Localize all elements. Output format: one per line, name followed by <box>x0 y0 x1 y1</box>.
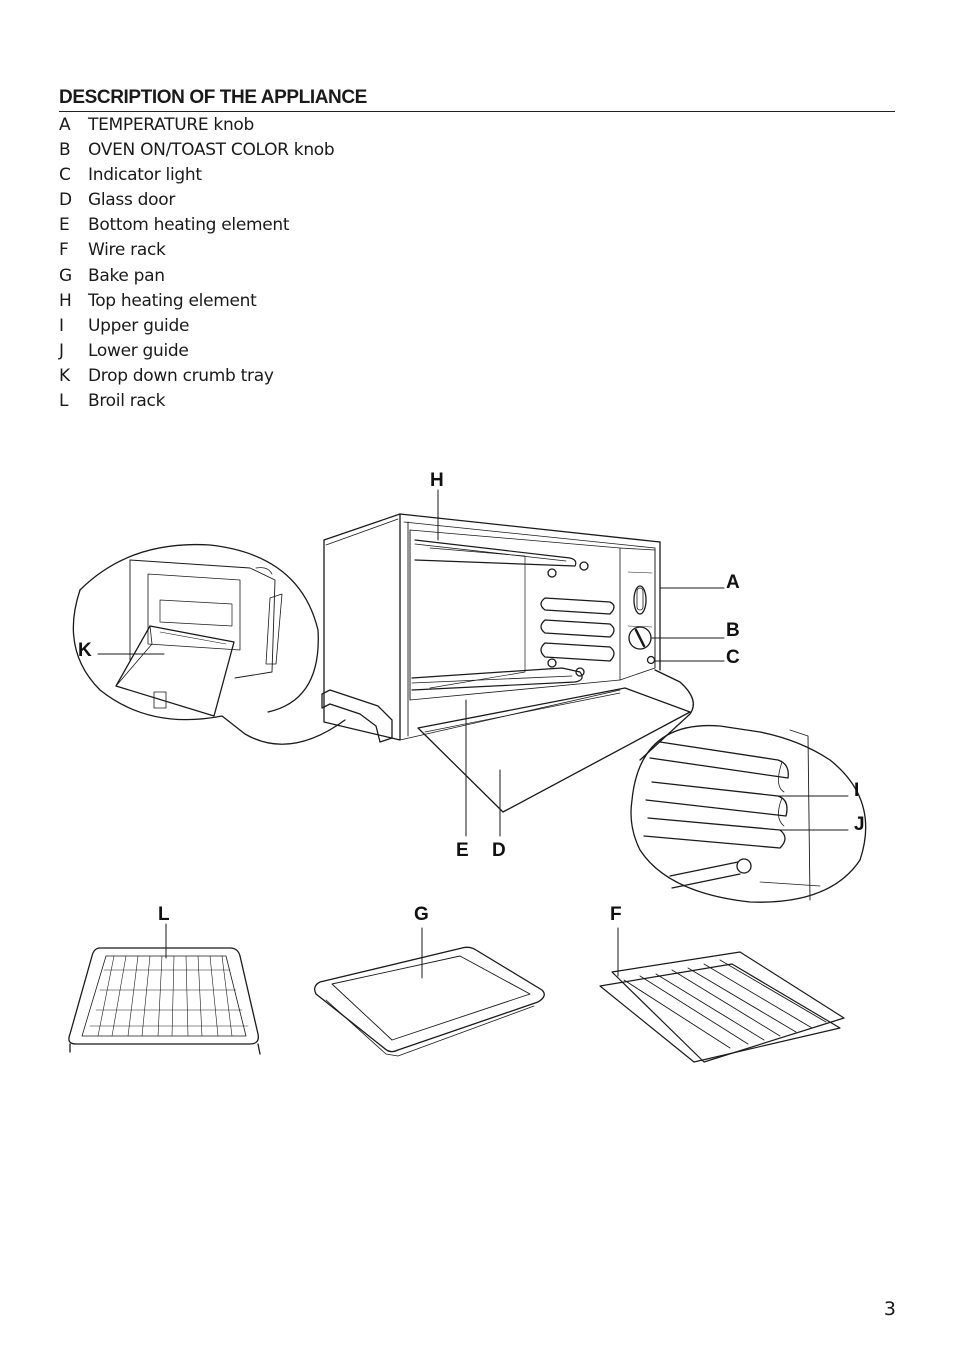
appliance-figure: H A B C K I J E D L G F <box>0 440 954 1100</box>
part-letter: G <box>59 265 72 286</box>
callout-g: G <box>414 904 429 925</box>
list-item: A TEMPERATURE knob <box>59 113 334 138</box>
list-item: C Indicator light <box>59 163 334 188</box>
bake-pan <box>314 946 545 1057</box>
part-name: OVEN ON/TOAST COLOR knob <box>88 140 335 161</box>
callout-c: C <box>726 647 740 668</box>
list-item: I Upper guide <box>59 314 334 339</box>
part-letter: B <box>59 140 71 161</box>
part-name: Top heating element <box>88 290 257 311</box>
oven-illustration <box>321 513 691 813</box>
list-item: L Broil rack <box>59 389 334 414</box>
part-name: Bottom heating element <box>88 215 290 236</box>
callout-l: L <box>158 904 170 925</box>
temperature-knob <box>633 585 647 615</box>
oven-on-toast-color-knob <box>628 626 652 650</box>
list-item: D Glass door <box>59 188 334 213</box>
callout-j: J <box>854 814 865 835</box>
part-letter: I <box>59 315 64 336</box>
part-name: Bake pan <box>88 265 165 286</box>
list-item: E Bottom heating element <box>59 213 334 238</box>
callout-b: B <box>726 620 740 641</box>
part-name: Upper guide <box>88 315 190 336</box>
oven-rack-guides <box>540 597 615 662</box>
part-letter: K <box>59 365 70 386</box>
page-number: 3 <box>883 1298 896 1320</box>
broil-rack <box>68 947 261 1055</box>
callout-e: E <box>456 840 469 861</box>
leader-lines <box>97 489 849 979</box>
wire-rack <box>599 951 845 1063</box>
part-name: Broil rack <box>88 391 166 412</box>
bottom-heating-element <box>411 658 585 691</box>
list-item: J Lower guide <box>59 339 334 364</box>
callout-a: A <box>726 572 740 593</box>
guides-detail <box>630 669 867 903</box>
part-letter: L <box>59 391 69 412</box>
list-item: H Top heating element <box>59 289 334 314</box>
crumb-tray-detail <box>72 543 346 745</box>
list-item: G Bake pan <box>59 264 334 289</box>
top-heating-element <box>414 539 589 578</box>
part-letter: A <box>59 115 71 135</box>
part-name: TEMPERATURE knob <box>88 115 255 135</box>
part-name: Glass door <box>88 190 176 211</box>
callout-h: H <box>430 470 444 491</box>
list-item: B OVEN ON/TOAST COLOR knob <box>59 138 335 163</box>
callout-i: I <box>854 780 859 801</box>
part-letter: D <box>59 190 72 211</box>
callout-f: F <box>610 904 622 925</box>
section-heading: DESCRIPTION OF THE APPLIANCE <box>59 86 895 112</box>
part-letter: H <box>59 290 72 311</box>
glass-door <box>417 687 691 813</box>
part-name: Drop down crumb tray <box>88 365 274 386</box>
part-letter: E <box>59 215 70 236</box>
part-letter: F <box>59 240 69 261</box>
list-item: K Drop down crumb tray <box>59 364 334 389</box>
list-item: F Wire rack <box>59 238 334 263</box>
parts-list: A TEMPERATURE knob B OVEN ON/TOAST COLOR k… <box>59 113 335 414</box>
part-letter: C <box>59 165 71 186</box>
part-letter: J <box>59 340 64 361</box>
callout-d: D <box>492 840 506 861</box>
part-name: Wire rack <box>88 240 166 261</box>
callout-k: K <box>78 640 92 661</box>
part-name: Indicator light <box>88 165 202 186</box>
part-name: Lower guide <box>88 340 189 361</box>
indicator-light <box>646 655 656 665</box>
